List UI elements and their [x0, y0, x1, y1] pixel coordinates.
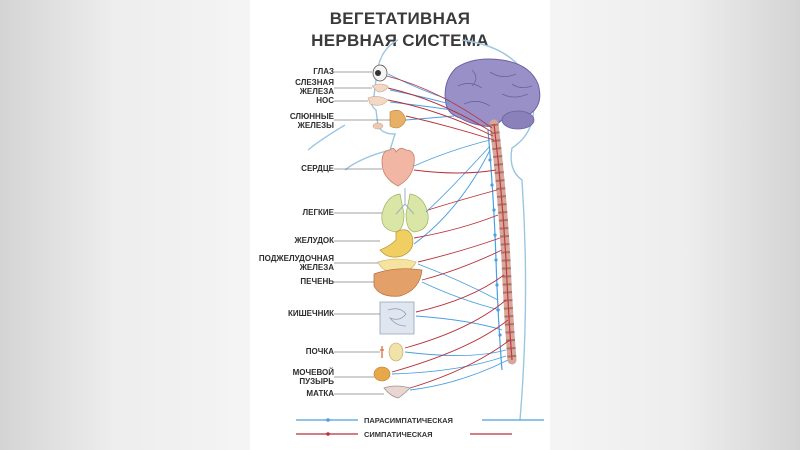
title-line-1: ВЕГЕТАТИВНАЯ: [329, 9, 471, 28]
cerebellum: [501, 110, 535, 130]
anatomy-diagram: [296, 39, 544, 436]
legend-sympathetic: СИМПАТИЧЕСКАЯ: [364, 430, 433, 439]
label-intestine: КИШЕЧНИК: [287, 309, 334, 318]
uterus-icon: [383, 385, 411, 399]
parasympathetic-nerves: [387, 73, 509, 391]
label-eye: ГЛАЗ: [313, 67, 334, 76]
label-bladder: МОЧЕВОЙ ПУЗЫРЬ: [292, 368, 334, 386]
intestine-icon: [379, 301, 415, 335]
stomach-icon: [379, 229, 414, 258]
ganglia: [488, 158, 502, 337]
label-lacrimal-gland: СЛЕЗНАЯ ЖЕЛЕЗА: [295, 78, 334, 96]
label-pancreas: ПОДЖЕЛУДОЧНАЯ ЖЕЛЕЗА: [258, 254, 334, 272]
legend-parasympathetic: ПАРАСИМПАТИЧЕСКАЯ: [364, 416, 453, 425]
label-leaders: [334, 71, 390, 395]
nose-icon: [367, 96, 389, 106]
label-lungs: ЛЕГКИЕ: [302, 208, 334, 217]
label-kidney: ПОЧКА: [305, 347, 334, 356]
liver-icon: [373, 268, 423, 297]
spinal-cord: [493, 123, 513, 361]
lacrimal-gland-icon: [371, 83, 389, 93]
slide: ВЕГЕТАТИВНАЯ НЕРВНАЯ СИСТЕМА: [250, 0, 550, 450]
sympathetic-nerves: [386, 75, 511, 389]
salivary-glands-icon: [372, 109, 407, 130]
heart-icon: [381, 148, 415, 187]
label-nose: НОС: [316, 96, 334, 105]
label-heart: СЕРДЦЕ: [301, 164, 334, 173]
label-liver: ПЕЧЕНЬ: [300, 277, 334, 286]
eye-icon: [372, 64, 388, 82]
kidney-icon: [380, 342, 404, 362]
legend-sympathetic-line: [296, 432, 512, 436]
label-stomach: ЖЕЛУДОК: [294, 236, 334, 245]
legend-parasympathetic-line: [296, 418, 544, 422]
title-line-2: НЕРВНАЯ СИСТЕМА: [311, 31, 489, 50]
label-salivary-glands: СЛЮННЫЕ ЖЕЛЕЗЫ: [289, 112, 334, 130]
brain-folds: [457, 69, 533, 107]
lungs-icon: [381, 188, 429, 233]
bladder-icon: [373, 366, 391, 382]
label-uterus: МАТКА: [306, 389, 334, 398]
